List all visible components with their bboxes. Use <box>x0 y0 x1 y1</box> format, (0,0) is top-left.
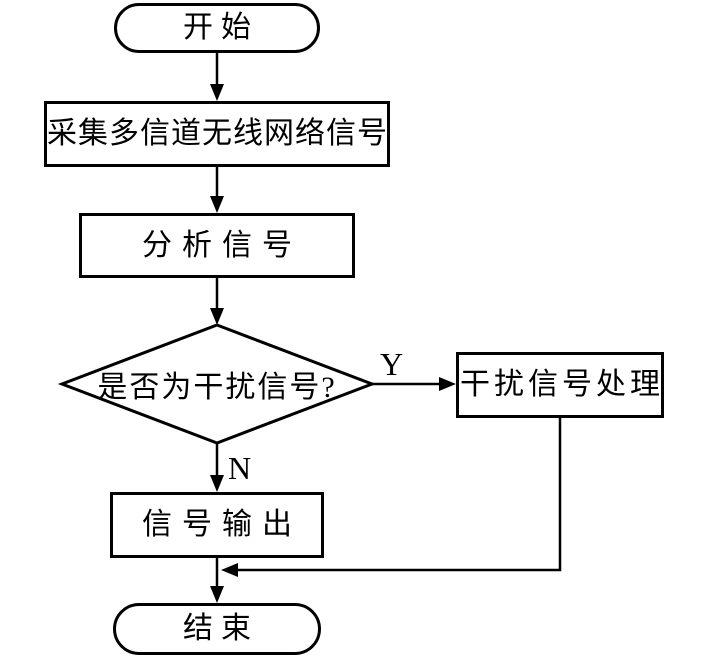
node-decision-label: 是否为干扰信号? <box>97 371 337 404</box>
arrowhead-output-end <box>210 586 224 603</box>
node-interference-handling: 干扰信号处理 <box>456 352 664 418</box>
node-signal-output: 信号输出 <box>110 492 324 558</box>
arrowhead-collect-analyze <box>210 196 224 213</box>
arrowhead-start-collect <box>210 84 224 101</box>
node-end: 结束 <box>113 603 321 655</box>
edge-label-yes: Y <box>380 346 404 382</box>
arrow-handle-merge <box>237 418 562 572</box>
node-analyze-signal: 分析信号 <box>79 213 355 278</box>
node-collect-signal: 采集多信道无线网络信号 <box>44 101 390 167</box>
arrowhead-decision-handle <box>439 377 456 391</box>
edge-label-no: N <box>228 450 252 486</box>
node-start: 开始 <box>114 3 320 53</box>
arrowhead-decision-output <box>210 475 224 492</box>
arrowhead-analyze-decision <box>210 308 224 325</box>
arrowhead-handle-merge <box>221 563 238 577</box>
